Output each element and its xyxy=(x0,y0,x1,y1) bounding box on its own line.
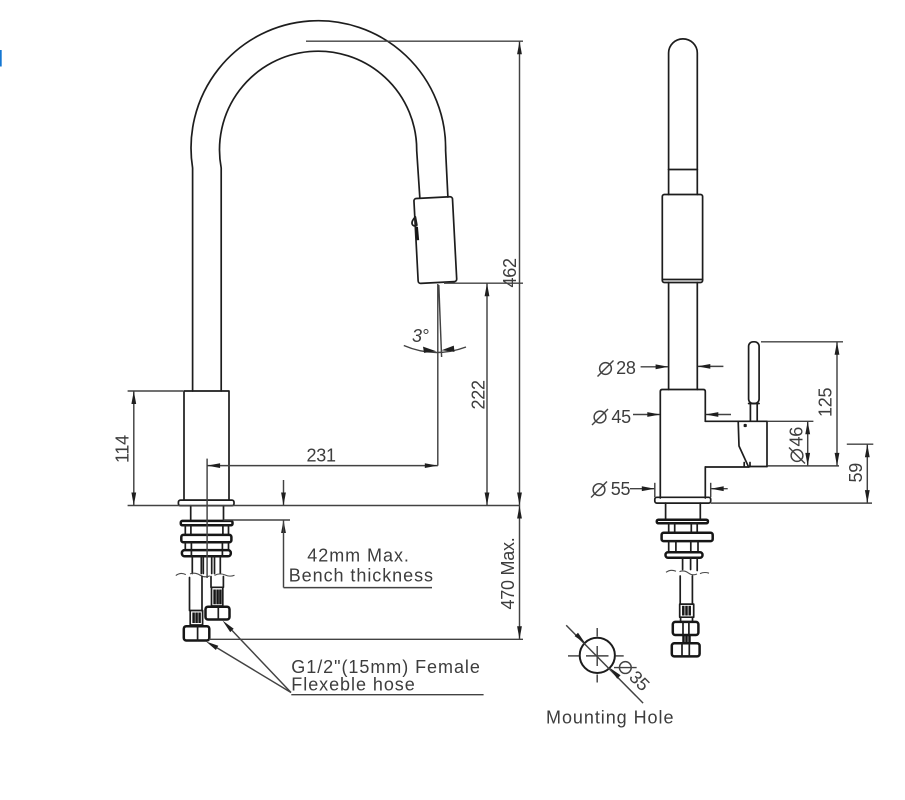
svg-text:222: 222 xyxy=(469,380,489,410)
svg-text:59: 59 xyxy=(846,463,866,483)
svg-text:470 Max.: 470 Max. xyxy=(498,537,518,609)
svg-text:G1/2"(15mm) Female: G1/2"(15mm) Female xyxy=(291,657,481,677)
svg-text:3°: 3° xyxy=(412,326,429,346)
svg-text:114: 114 xyxy=(113,435,133,463)
svg-text:231: 231 xyxy=(307,445,337,465)
svg-text:Flexeble hose: Flexeble hose xyxy=(291,675,415,695)
svg-text:28: 28 xyxy=(616,358,636,378)
svg-text:42mm Max.: 42mm Max. xyxy=(307,545,410,565)
svg-text:55: 55 xyxy=(611,479,631,499)
svg-text:125: 125 xyxy=(816,387,836,417)
svg-text:45: 45 xyxy=(611,407,631,427)
svg-text:Bench thickness: Bench thickness xyxy=(289,565,434,585)
svg-text:Mounting Hole: Mounting Hole xyxy=(546,707,674,727)
svg-text:462: 462 xyxy=(500,258,520,288)
svg-text:46: 46 xyxy=(787,427,807,447)
